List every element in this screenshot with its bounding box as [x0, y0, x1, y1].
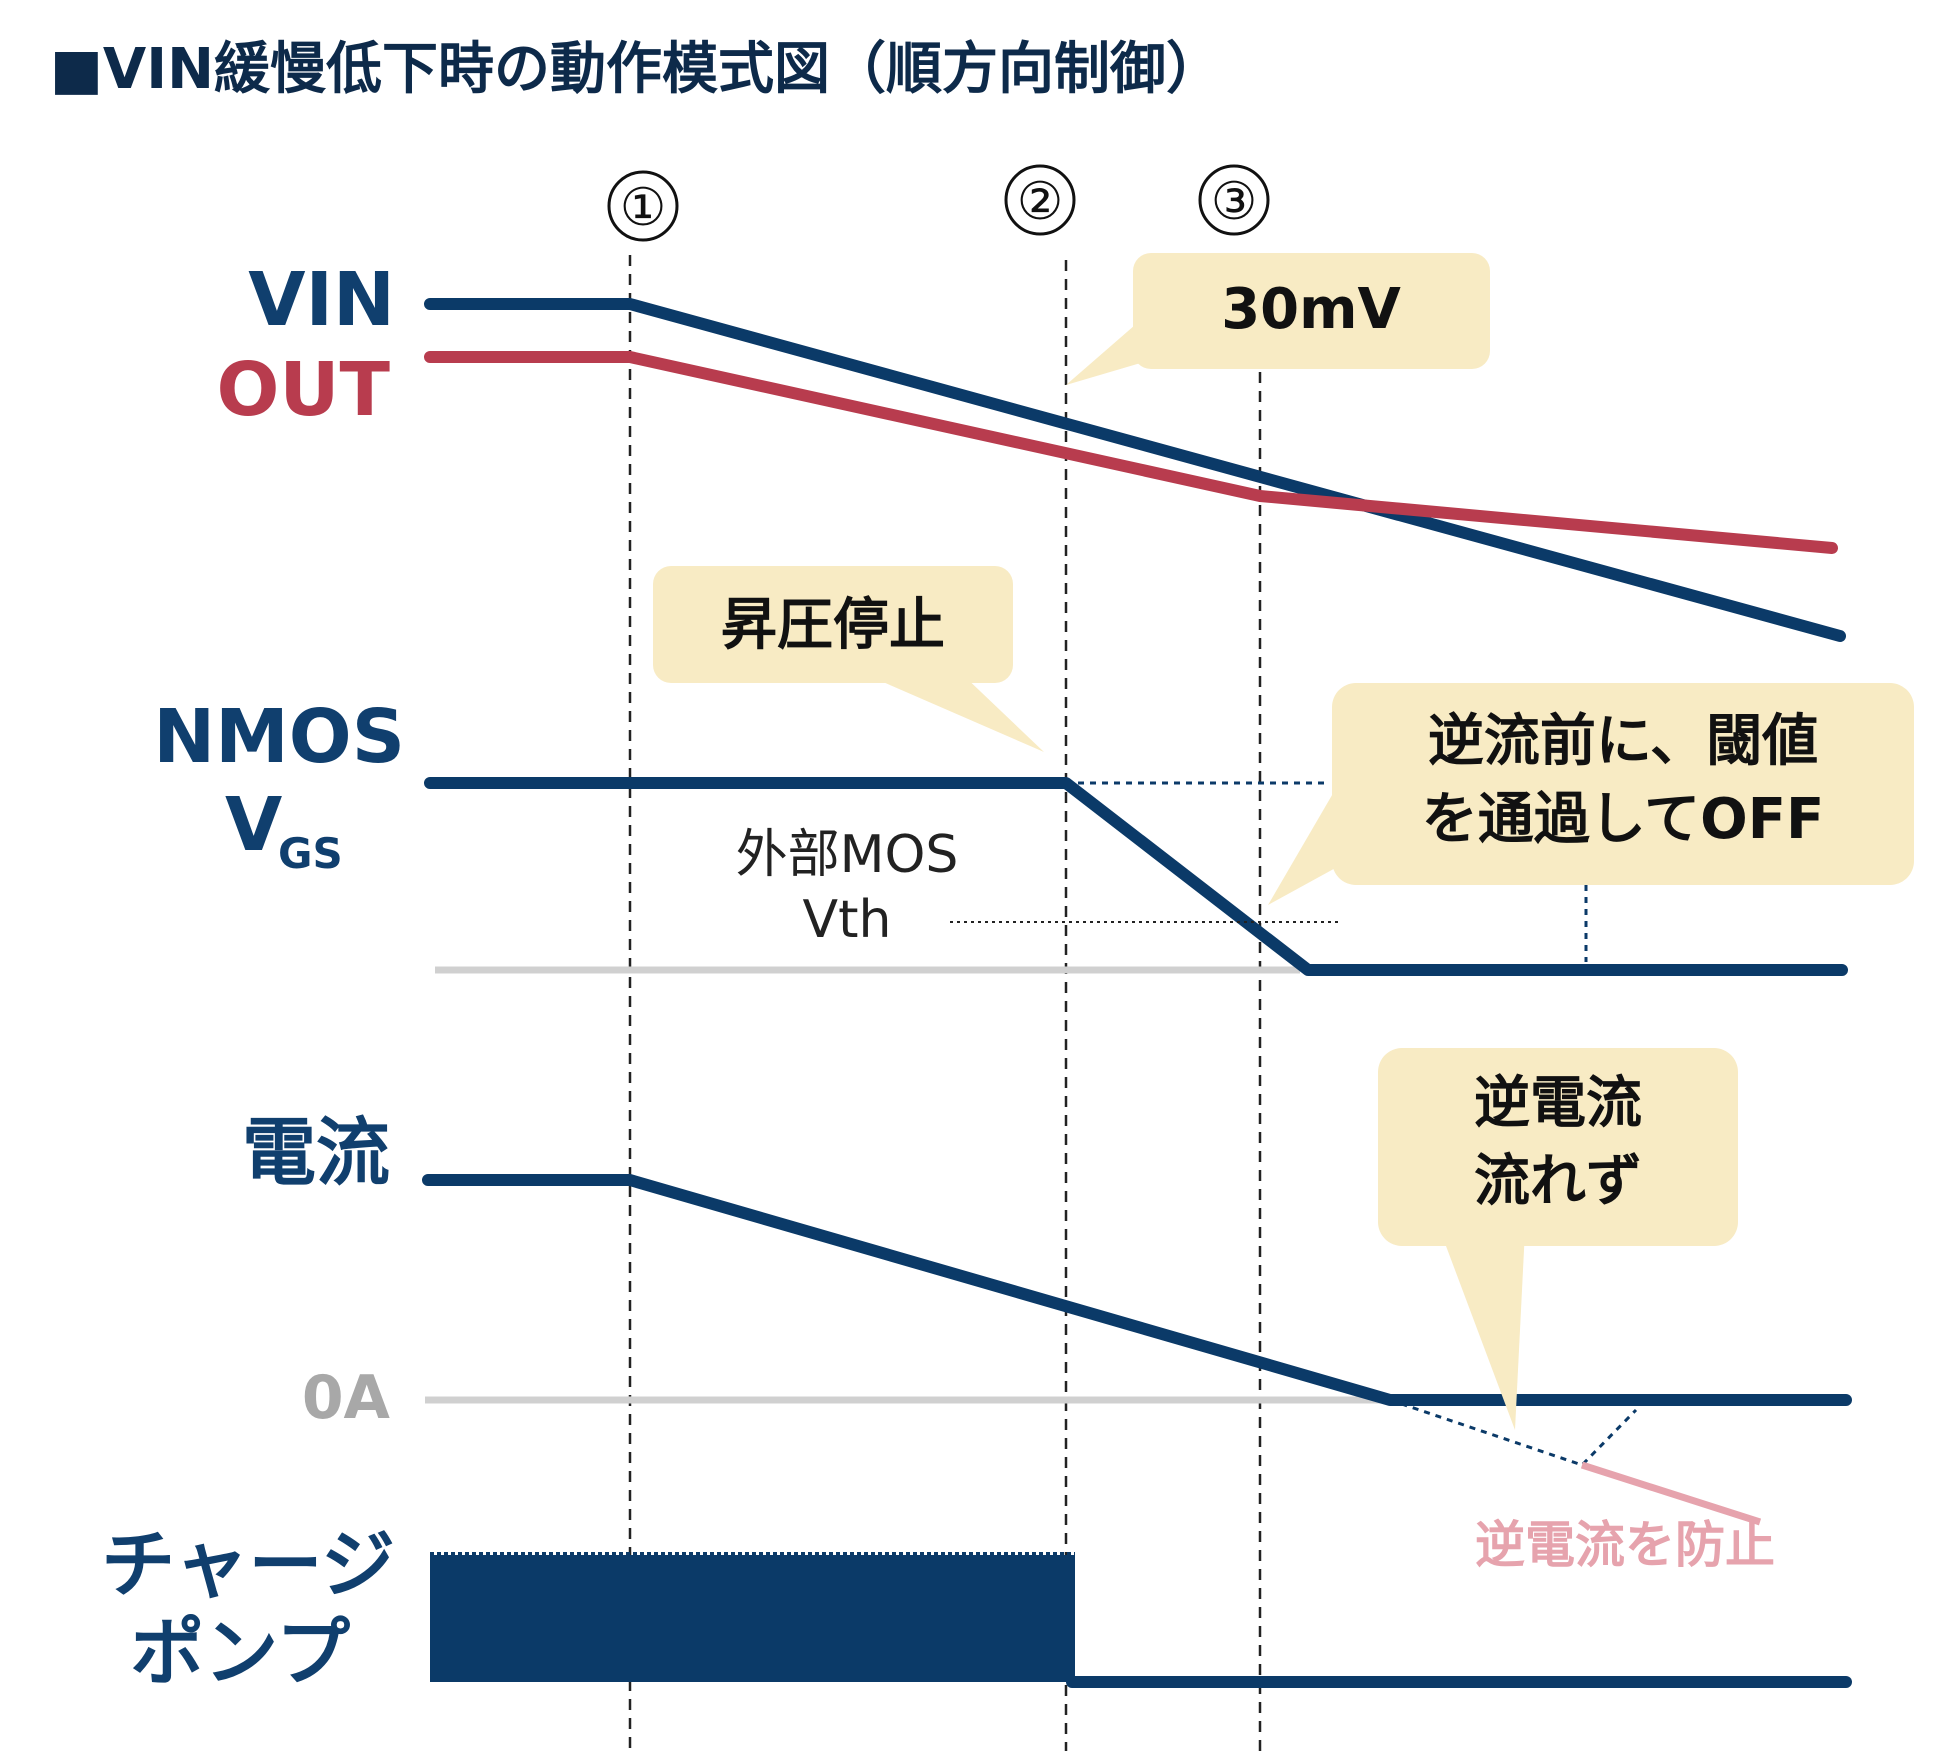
- prevent-reverse-pointer: [1580, 1461, 1762, 1526]
- label-zero-current: 0A: [302, 1363, 391, 1433]
- callout-voltage-diff: 30mV: [1066, 253, 1490, 385]
- label-current: 電流: [242, 1110, 390, 1196]
- diagram-title: ■VIN緩慢低下時の動作模式図（順方向制御）: [50, 37, 1222, 102]
- vin-waveform: [424, 298, 1846, 642]
- current-waveform: [422, 1174, 1852, 1406]
- prevent-reverse-label: 逆電流を防止: [1475, 1516, 1775, 1574]
- time-marker-2: ②: [1004, 164, 1076, 236]
- callout-threshold-line2: を通過してOFF: [1422, 787, 1824, 852]
- nmos-vgs-waveform: [424, 777, 1848, 976]
- callout-no-reverse-line2: 流れず: [1474, 1149, 1642, 1214]
- label-nmos-gs: GS: [278, 829, 343, 878]
- callout-voltage-diff-text: 30mV: [1221, 277, 1401, 342]
- callout-no-reverse: 逆電流 流れず: [1378, 1048, 1738, 1430]
- time-marker-1-label: ①: [620, 178, 667, 238]
- callout-no-reverse-line1: 逆電流: [1474, 1071, 1642, 1136]
- label-nmos-vgs: V GS: [225, 782, 343, 878]
- time-marker-3-label: ③: [1211, 172, 1258, 232]
- charge-pump-active-block: [430, 1555, 1075, 1682]
- out-waveform: [424, 351, 1838, 554]
- label-charge-pump-2: ポンプ: [130, 1610, 350, 1696]
- label-nmos: NMOS: [153, 694, 405, 780]
- time-marker-2-label: ②: [1017, 172, 1064, 232]
- time-marker-3: ③: [1198, 164, 1270, 236]
- vth-label-line1: 外部MOS: [736, 825, 959, 885]
- label-nmos-v: V: [225, 782, 282, 868]
- callout-threshold-line1: 逆流前に、閾値: [1428, 709, 1818, 774]
- time-marker-1: ①: [607, 170, 679, 242]
- label-out: OUT: [217, 347, 391, 433]
- reverse-current-dotted: [1389, 1398, 1638, 1467]
- label-vin: VIN: [248, 257, 395, 343]
- callout-threshold: 逆流前に、閾値 を通過してOFF: [1268, 683, 1914, 905]
- callout-boost-stop-text: 昇圧停止: [721, 593, 945, 658]
- vth-label-line2: Vth: [803, 890, 892, 950]
- callout-boost-stop: 昇圧停止: [653, 566, 1044, 752]
- label-charge-pump-1: チャージ: [101, 1522, 395, 1608]
